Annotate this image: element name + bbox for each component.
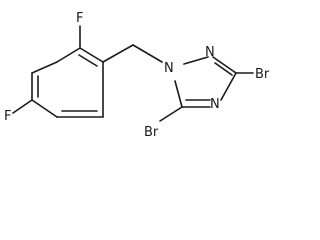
bond-c1-c2 — [79, 47, 104, 63]
atom-label-n-ring: N — [205, 45, 215, 60]
triazole-ring — [174, 56, 237, 108]
bond-n1-n2 — [183, 56, 209, 65]
bond-c3-c4 — [31, 61, 58, 74]
molecule-diagram: F F N N N Br Br — [4, 11, 270, 140]
atom-label-f-para: F — [4, 109, 11, 124]
bond-ring-ch2 — [102, 44, 134, 63]
bond-c-f-para — [12, 99, 33, 114]
atom-label-br-c5: Br — [144, 125, 159, 140]
bond-n2-c3 — [212, 56, 237, 74]
bond-n2-c3-double — [214, 62, 233, 76]
atom-label-f-ortho: F — [76, 11, 83, 26]
aromatic-double-bond-a — [78, 54, 98, 67]
atom-label-br-c3: Br — [255, 67, 270, 82]
atom-label-n-substituted: N — [164, 61, 174, 76]
bond-c5-n1 — [174, 80, 183, 108]
benzene-ring — [31, 47, 104, 118]
structure-canvas: F F N N N Br Br — [4, 11, 270, 140]
atom-label-n-lower: N — [210, 97, 220, 112]
bond-c3-n4 — [220, 72, 237, 101]
bond-c5-c6 — [31, 99, 58, 118]
bond-c2-c3 — [56, 47, 81, 63]
bond-c5-br — [159, 106, 183, 122]
bond-ch2-n1 — [132, 44, 163, 63]
